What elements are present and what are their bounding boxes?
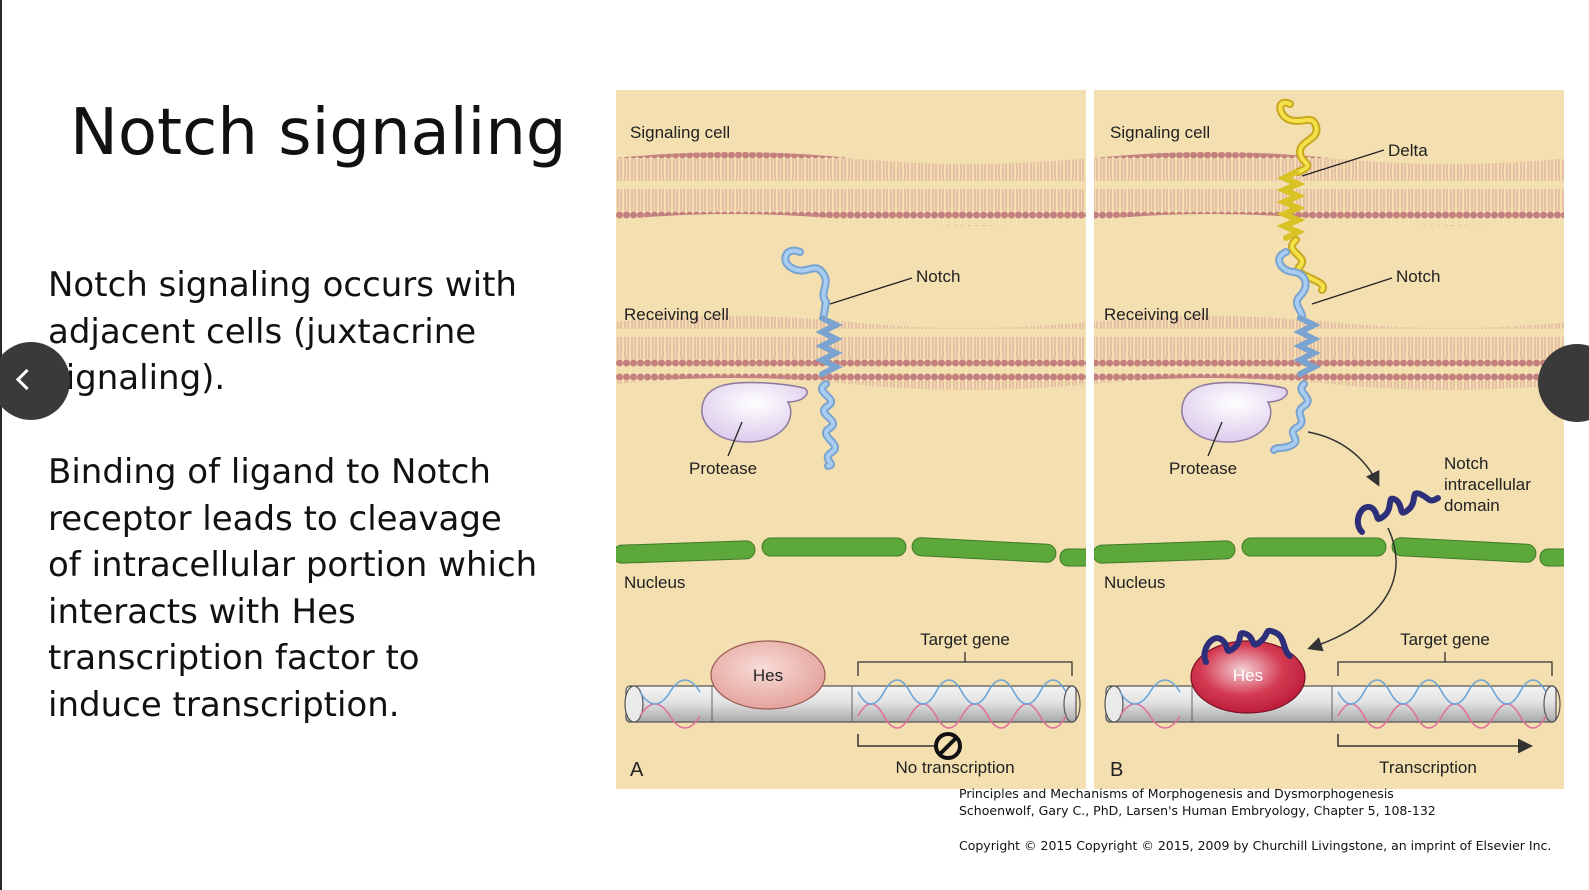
bound-nicd xyxy=(1201,627,1293,665)
label-signaling-cell: Signaling cell xyxy=(630,123,730,142)
translocation-arrow xyxy=(1307,527,1397,652)
previous-slide-button[interactable] xyxy=(0,342,70,420)
signaling-membrane xyxy=(1094,152,1564,226)
chevron-left-icon xyxy=(15,368,38,391)
nuclear-envelope-segment xyxy=(1539,548,1564,567)
nuclear-envelope-segment xyxy=(1391,537,1537,563)
hes-factor xyxy=(710,640,826,710)
hes-factor-activated xyxy=(1190,640,1306,714)
cleavage-arrow xyxy=(1307,431,1380,487)
label-nucleus: Nucleus xyxy=(1104,573,1165,592)
receiving-membrane xyxy=(1094,316,1564,390)
panel-b xyxy=(1094,90,1564,789)
dna-strand xyxy=(1105,685,1557,723)
label-receiving-cell: Receiving cell xyxy=(1104,305,1209,324)
label-receiving-cell: Receiving cell xyxy=(624,305,729,324)
nuclear-envelope-segment xyxy=(616,540,756,564)
nuclear-envelope-segment xyxy=(911,537,1057,563)
label-notch: Notch xyxy=(1396,267,1440,286)
protease xyxy=(701,381,808,443)
figure-credit-author: Schoenwolf, Gary C., PhD, Larsen's Human… xyxy=(959,803,1436,818)
label-nicd-line1: Notch xyxy=(1444,454,1488,473)
receiving-membrane xyxy=(616,316,1086,390)
transcription-arrow xyxy=(1337,734,1533,754)
delta-ligand xyxy=(1276,98,1328,294)
label-transcription: Transcription xyxy=(1379,758,1477,777)
label-nicd-line3: domain xyxy=(1444,496,1500,515)
label-nicd-line2: intracellular xyxy=(1444,475,1531,494)
signaling-membrane xyxy=(616,152,1086,226)
label-hes: Hes xyxy=(753,666,783,685)
label-protease: Protease xyxy=(1169,459,1237,478)
nuclear-envelope-segment xyxy=(1241,537,1387,557)
label-target-gene: Target gene xyxy=(920,630,1010,649)
panel-a xyxy=(616,90,1086,789)
label-target-gene: Target gene xyxy=(1400,630,1490,649)
notch-intracellular-domain xyxy=(1354,490,1441,535)
paragraph-cleavage: Binding of ligand to Notch receptor lead… xyxy=(48,452,538,725)
label-notch: Notch xyxy=(916,267,960,286)
label-delta: Delta xyxy=(1388,141,1428,160)
nuclear-envelope-segment xyxy=(1059,548,1086,567)
label-nucleus: Nucleus xyxy=(624,573,685,592)
panel-a-letter: A xyxy=(630,759,644,781)
protease xyxy=(1181,381,1288,443)
slide-title: Notch signaling xyxy=(70,96,567,170)
label-no-transcription: No transcription xyxy=(895,758,1014,777)
label-hes: Hes xyxy=(1233,666,1263,685)
panel-b-letter: B xyxy=(1110,759,1123,781)
nuclear-envelope-segment xyxy=(761,537,907,557)
figure-credit-title: Principles and Mechanisms of Morphogenes… xyxy=(959,786,1394,801)
slide-left-edge xyxy=(0,0,2,890)
no-transcription-icon xyxy=(934,732,962,760)
label-signaling-cell: Signaling cell xyxy=(1110,123,1210,142)
dna-strand xyxy=(625,685,1077,723)
paragraph-juxtacrine: Notch signaling occurs with adjacent cel… xyxy=(48,265,517,399)
label-protease: Protease xyxy=(689,459,757,478)
nuclear-envelope-segment xyxy=(1094,540,1236,564)
figure-copyright: Copyright © 2015 Copyright © 2015, 2009 … xyxy=(959,838,1552,853)
